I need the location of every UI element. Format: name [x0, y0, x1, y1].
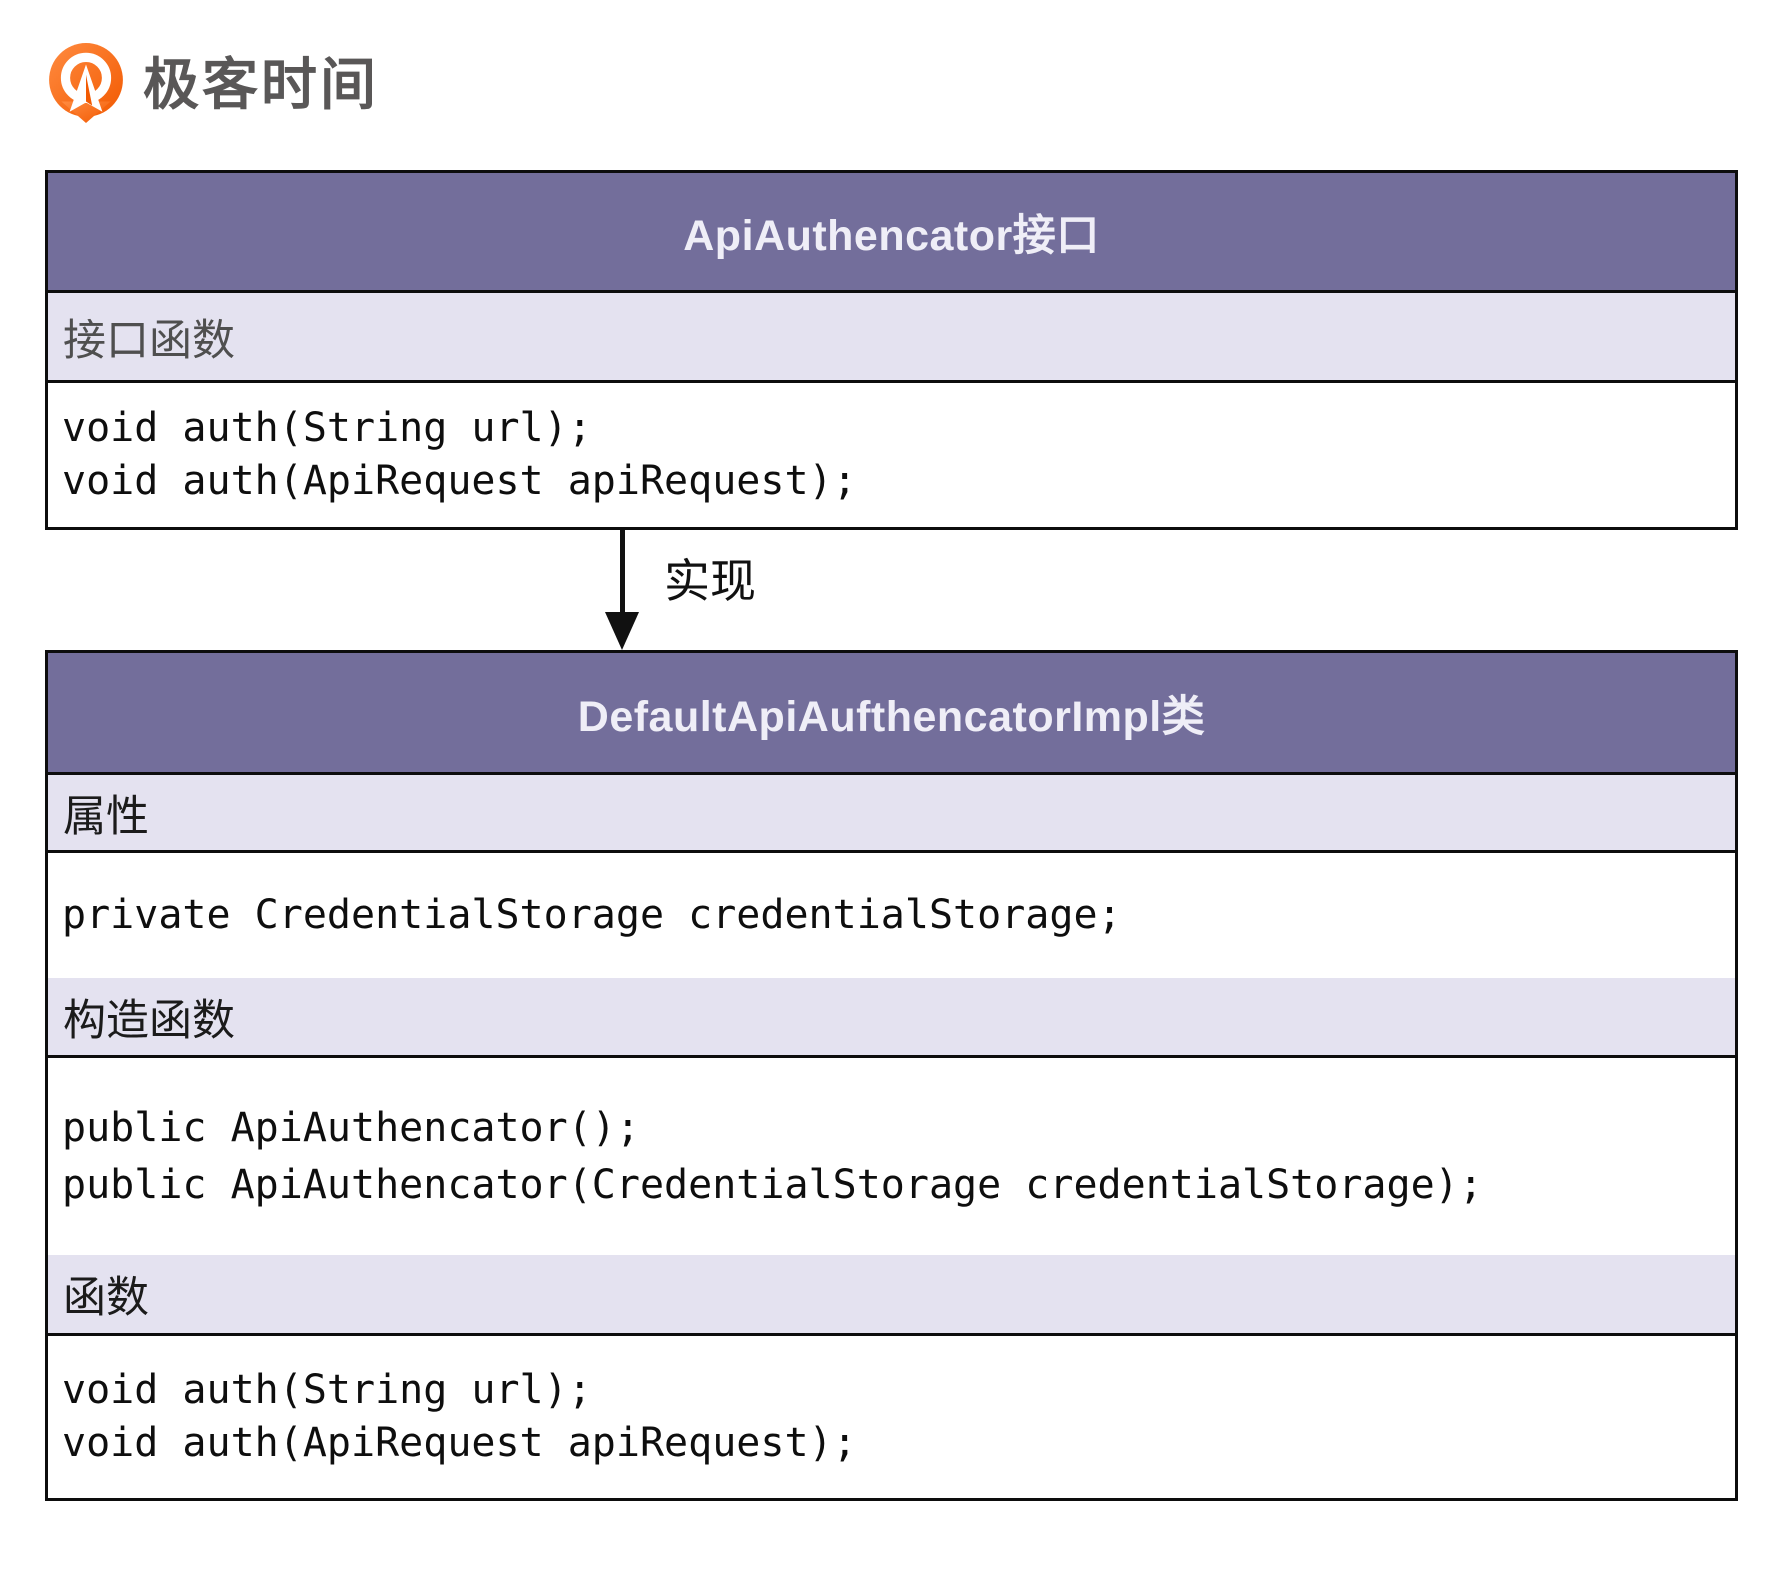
class-box-title: DefaultApiAufthencatorImpl类 — [48, 653, 1735, 775]
code-line: public ApiAuthencator(); — [62, 1104, 640, 1151]
attributes-code-block: private CredentialStorage credentialStor… — [48, 853, 1735, 978]
relation-label: 实现 — [664, 555, 756, 607]
functions-code-block: void auth(String url); void auth(ApiRequ… — [48, 1336, 1735, 1498]
functions-section-label: 函数 — [48, 1255, 1735, 1336]
interface-section-label: 接口函数 — [48, 293, 1735, 383]
interface-code-block: void auth(String url); void auth(ApiRequ… — [48, 383, 1735, 527]
implements-relation: 实现 — [605, 530, 860, 650]
class-box: DefaultApiAufthencatorImpl类 属性 private C… — [45, 650, 1738, 1501]
code-line: void auth(String url); — [62, 405, 592, 451]
code-line: public ApiAuthencator(CredentialStorage … — [62, 1161, 1483, 1208]
interface-box: ApiAuthencator接口 接口函数 void auth(String u… — [45, 170, 1738, 530]
code-line: void auth(String url); — [62, 1367, 592, 1413]
attributes-section-label: 属性 — [48, 775, 1735, 853]
interface-box-title: ApiAuthencator接口 — [48, 173, 1735, 293]
code-line: void auth(ApiRequest apiRequest); — [62, 458, 857, 504]
brand-name: 极客时间 — [143, 53, 379, 116]
code-line: private CredentialStorage credentialStor… — [62, 892, 1122, 938]
brand-logo: 极客时间 — [45, 42, 379, 124]
code-line: void auth(ApiRequest apiRequest); — [62, 1420, 857, 1466]
arrow-shaft — [620, 530, 625, 614]
arrow-down-icon — [605, 612, 639, 650]
constructors-section-label: 构造函数 — [48, 978, 1735, 1058]
constructors-code-block: public ApiAuthencator(); public ApiAuthe… — [48, 1058, 1735, 1255]
geektime-pin-icon — [45, 42, 127, 124]
